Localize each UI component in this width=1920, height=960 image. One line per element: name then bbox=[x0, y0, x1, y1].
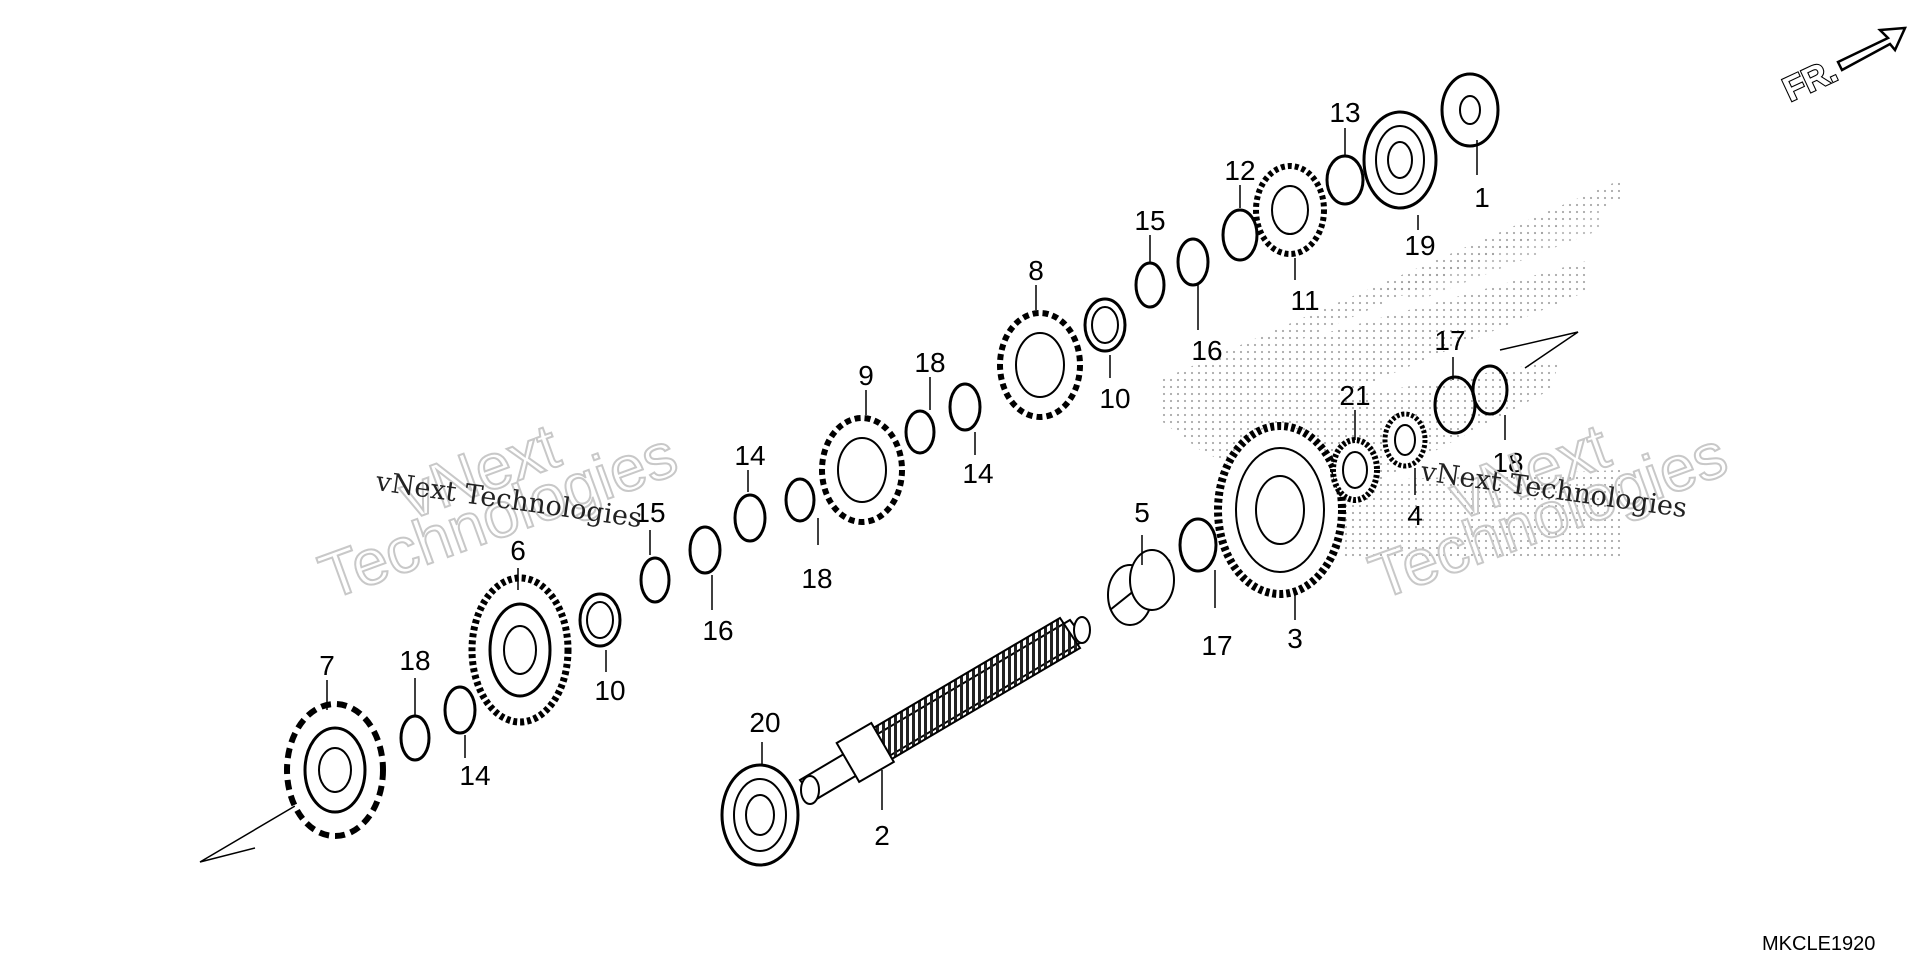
part-label: 8 bbox=[1028, 255, 1044, 286]
needle-bearing-part-10b[interactable] bbox=[1083, 297, 1127, 353]
needle-bearing-part-4[interactable] bbox=[1382, 411, 1428, 469]
gear-part-9[interactable] bbox=[819, 415, 905, 525]
needle-bearing-part-21[interactable] bbox=[1330, 437, 1380, 503]
part-label: 5 bbox=[1134, 497, 1150, 528]
front-direction-label: FR. bbox=[1777, 52, 1843, 110]
watermark-left: vNext Technologies vNext Technologies bbox=[309, 408, 687, 614]
needle-bearing-part-10a[interactable] bbox=[578, 592, 622, 648]
part-label: 14 bbox=[459, 760, 490, 791]
washer-part-17 bbox=[1178, 517, 1218, 573]
part-label: 10 bbox=[594, 675, 625, 706]
gear-part-8[interactable] bbox=[997, 310, 1083, 420]
part-label: 10 bbox=[1099, 383, 1130, 414]
part-label: 17 bbox=[1201, 630, 1232, 661]
part-label: 16 bbox=[702, 615, 733, 646]
front-direction-arrow: FR. bbox=[1776, 26, 1908, 110]
part-label: 18 bbox=[1492, 447, 1523, 478]
part-label: 9 bbox=[858, 360, 874, 391]
washer-part-18 bbox=[399, 714, 431, 762]
part-label: 18 bbox=[914, 347, 945, 378]
washer-part-18 bbox=[1471, 364, 1509, 416]
part-label: 15 bbox=[1134, 205, 1165, 236]
mainshaft-part[interactable] bbox=[798, 616, 1091, 805]
gear-part-3[interactable] bbox=[1214, 422, 1346, 598]
part-label: 3 bbox=[1287, 623, 1303, 654]
part-label: 13 bbox=[1329, 97, 1360, 128]
washers-and-snap-rings[interactable] bbox=[399, 154, 1509, 762]
centerline-arrows bbox=[199, 331, 1579, 863]
part-label: 21 bbox=[1339, 380, 1370, 411]
part-label: 1 bbox=[1474, 182, 1490, 213]
part-label: 16 bbox=[1191, 335, 1222, 366]
washer-part-16 bbox=[688, 525, 722, 575]
snap-ring-part-14 bbox=[443, 685, 477, 735]
bearing-part-20[interactable] bbox=[720, 763, 800, 867]
gear-part-6[interactable] bbox=[468, 574, 572, 726]
snap-ring-part-14 bbox=[733, 493, 767, 543]
part-label: 2 bbox=[874, 820, 890, 851]
part-label: 4 bbox=[1407, 500, 1423, 531]
bearing-part-19[interactable] bbox=[1362, 110, 1438, 210]
part-label: 14 bbox=[734, 440, 765, 471]
bushing-part-5[interactable] bbox=[1107, 549, 1175, 626]
washer-part-13 bbox=[1325, 154, 1365, 206]
washer-part-18 bbox=[904, 409, 936, 455]
part-label: 17 bbox=[1434, 325, 1465, 356]
part-label: 6 bbox=[510, 535, 526, 566]
washer-part-1[interactable] bbox=[1440, 72, 1500, 148]
part-label: 11 bbox=[1290, 285, 1319, 316]
part-label: 20 bbox=[749, 707, 780, 738]
washer-part-12 bbox=[1221, 208, 1259, 262]
part-label: 14 bbox=[962, 458, 993, 489]
part-label: 15 bbox=[634, 497, 665, 528]
washer-part-18 bbox=[784, 477, 816, 523]
part-label: 18 bbox=[399, 645, 430, 676]
snap-ring-part-15 bbox=[639, 556, 671, 604]
diagram-code: MKCLE1920 bbox=[1762, 933, 1875, 955]
part-label: 19 bbox=[1404, 230, 1435, 261]
part-label: 12 bbox=[1224, 155, 1255, 186]
leader-lines bbox=[326, 128, 1506, 810]
part-label: 18 bbox=[801, 563, 832, 594]
gear-part-7[interactable] bbox=[284, 701, 386, 839]
snap-ring-part-15 bbox=[1134, 261, 1166, 309]
part-label: 7 bbox=[319, 650, 335, 681]
washer-part-16 bbox=[1176, 237, 1210, 287]
part-labels: 1 2 3 4 5 6 7 8 9 10 10 11 12 13 14 14 1… bbox=[319, 97, 1523, 851]
snap-ring-part-14 bbox=[948, 382, 982, 432]
gear-part-11[interactable] bbox=[1253, 163, 1327, 257]
